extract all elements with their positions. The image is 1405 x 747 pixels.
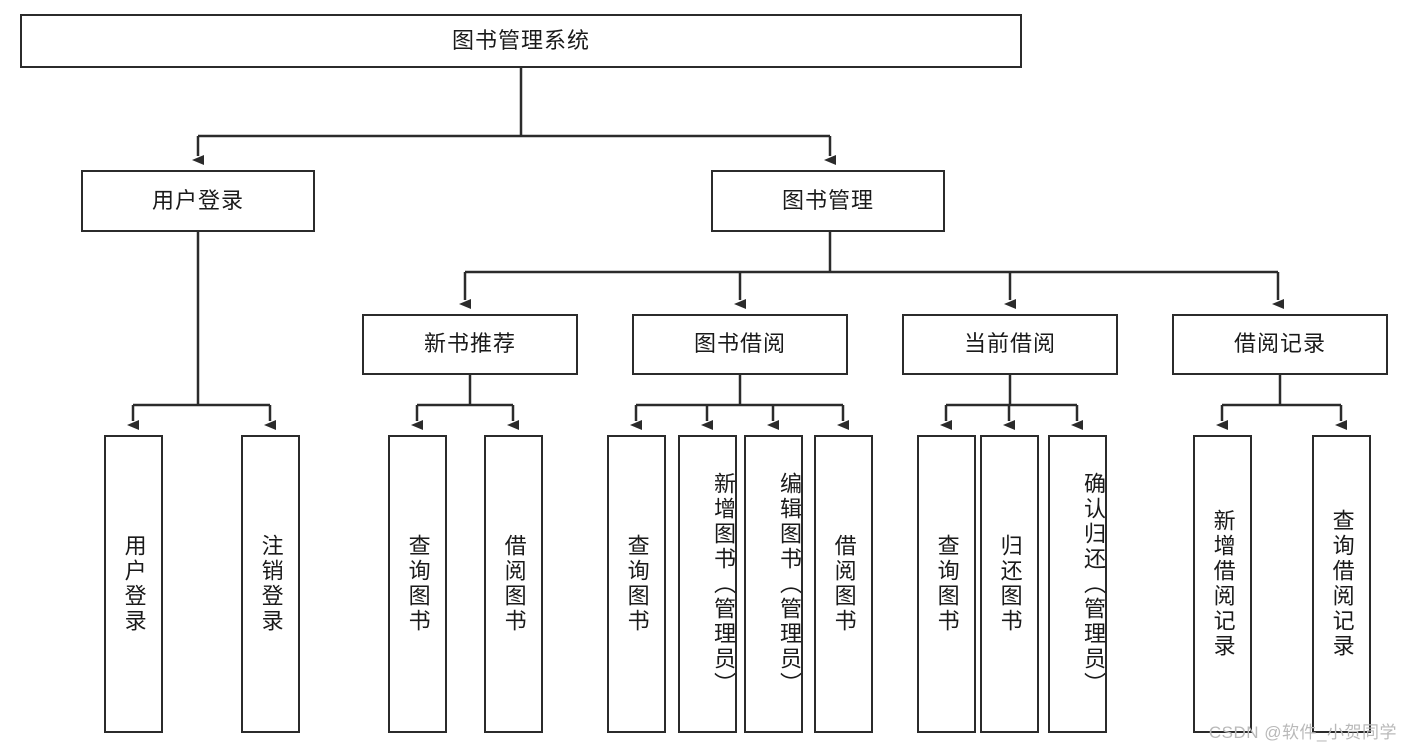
leaf-leaf-query-book-3[interactable]: 查询图书 (917, 435, 976, 733)
node-label: 新增借阅记录 (1210, 509, 1236, 659)
node-book-manage[interactable]: 图书管理 (711, 170, 945, 232)
watermark-text: CSDN @软件_小贺同学 (1208, 723, 1397, 742)
leaf-leaf-edit-book[interactable]: 编辑图书（管理员） (744, 435, 803, 733)
leaf-leaf-user-login[interactable]: 用户登录 (104, 435, 163, 733)
node-label: 当前借阅 (963, 331, 1056, 357)
node-label: 确认归还（管理员） (1081, 471, 1106, 697)
node-label: 图书借阅 (693, 331, 786, 357)
leaf-leaf-query-book-1[interactable]: 查询图书 (388, 435, 447, 733)
node-label: 用户登录 (121, 534, 147, 634)
node-label: 新书推荐 (423, 331, 516, 357)
node-label: 编辑图书（管理员） (777, 471, 802, 697)
node-new-book-recommend[interactable]: 新书推荐 (362, 314, 578, 375)
node-label: 借阅图书 (831, 534, 857, 634)
node-current-borrow[interactable]: 当前借阅 (902, 314, 1118, 375)
node-label: 借阅记录 (1233, 331, 1326, 357)
node-label: 查询借阅记录 (1329, 509, 1355, 659)
node-label: 图书管理系统 (451, 27, 590, 53)
node-label: 归还图书 (997, 534, 1023, 634)
node-label: 查询图书 (934, 534, 960, 634)
leaf-leaf-user-logout[interactable]: 注销登录 (241, 435, 300, 733)
leaf-leaf-add-record[interactable]: 新增借阅记录 (1193, 435, 1252, 733)
leaf-leaf-confirm-return[interactable]: 确认归还（管理员） (1048, 435, 1107, 733)
leaf-leaf-query-record[interactable]: 查询借阅记录 (1312, 435, 1371, 733)
node-label: 注销登录 (258, 534, 284, 634)
node-label: 图书管理 (781, 187, 874, 213)
leaf-leaf-query-book-2[interactable]: 查询图书 (607, 435, 666, 733)
leaf-leaf-return-book[interactable]: 归还图书 (980, 435, 1039, 733)
node-label: 新增图书（管理员） (711, 471, 736, 697)
leaf-leaf-borrow-book-1[interactable]: 借阅图书 (484, 435, 543, 733)
node-borrow-record[interactable]: 借阅记录 (1172, 314, 1388, 375)
node-book-borrow[interactable]: 图书借阅 (632, 314, 848, 375)
node-label: 用户登录 (151, 187, 244, 213)
node-label: 借阅图书 (501, 534, 527, 634)
leaf-leaf-add-book[interactable]: 新增图书（管理员） (678, 435, 737, 733)
leaf-leaf-borrow-book-2[interactable]: 借阅图书 (814, 435, 873, 733)
node-user-login[interactable]: 用户登录 (81, 170, 315, 232)
node-root[interactable]: 图书管理系统 (20, 14, 1022, 68)
node-label: 查询图书 (624, 534, 650, 634)
node-label: 查询图书 (405, 534, 431, 634)
